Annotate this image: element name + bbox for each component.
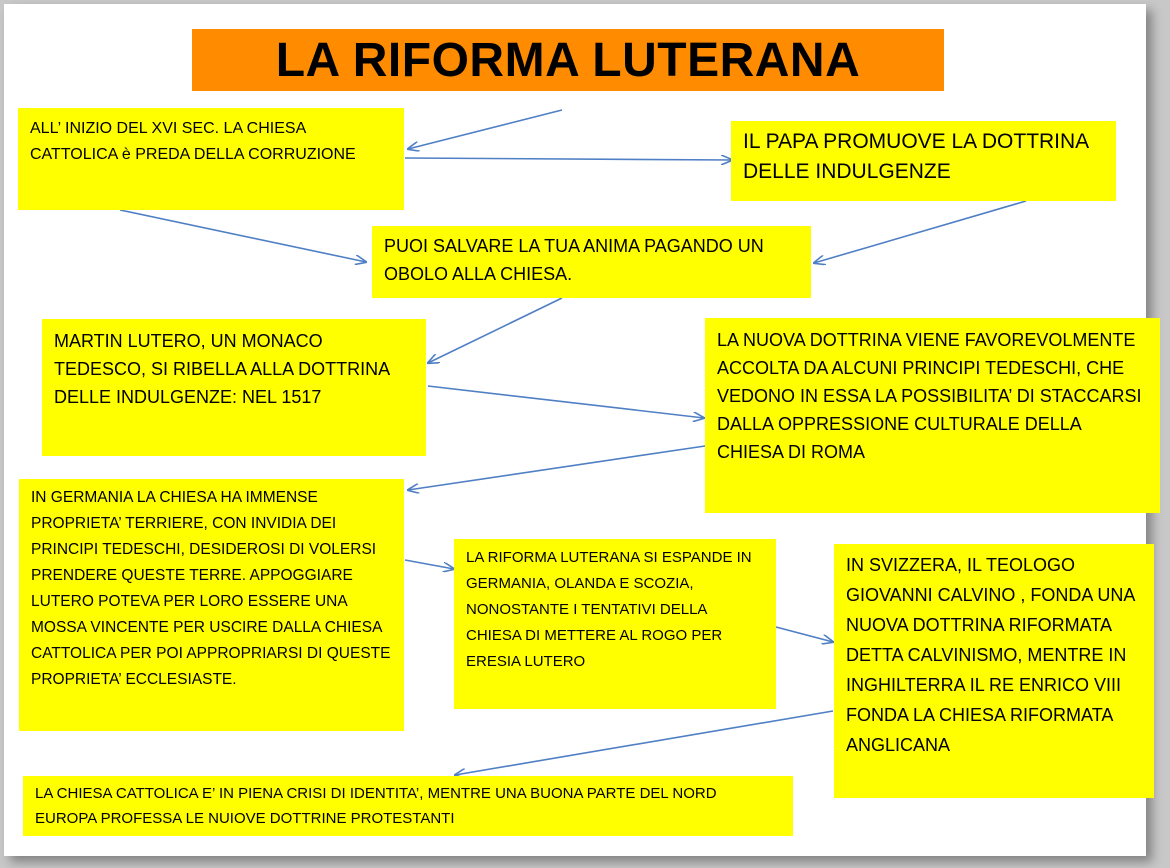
box-principi-text: LA NUOVA DOTTRINA VIENE FAVOREVOLMENTE A… <box>717 330 1142 462</box>
box-obolo-text: PUOI SALVARE LA TUA ANIMA PAGANDO UN OBO… <box>384 236 764 284</box>
box-principi: LA NUOVA DOTTRINA VIENE FAVOREVOLMENTE A… <box>705 318 1160 513</box>
box-corruzione-text: ALL’ INIZIO DEL XVI SEC. LA CHIESA CATTO… <box>30 120 356 163</box>
box-crisi: LA CHIESA CATTOLICA E’ IN PIENA CRISI DI… <box>23 776 793 836</box>
box-espansione-text: LA RIFORMA LUTERANA SI ESPANDE IN GERMAN… <box>466 549 752 670</box>
box-obolo: PUOI SALVARE LA TUA ANIMA PAGANDO UN OBO… <box>372 226 811 298</box>
box-crisi-text: LA CHIESA CATTOLICA E’ IN PIENA CRISI DI… <box>35 785 717 827</box>
box-lutero-text: MARTIN LUTERO, UN MONACO TEDESCO, SI RIB… <box>54 331 390 407</box>
box-germania-text: IN GERMANIA LA CHIESA HA IMMENSE PROPRIE… <box>31 489 391 688</box>
box-germania: IN GERMANIA LA CHIESA HA IMMENSE PROPRIE… <box>19 479 404 731</box>
box-calvino: IN SVIZZERA, IL TEOLOGO GIOVANNI CALVINO… <box>834 544 1154 798</box>
box-corruzione: ALL’ INIZIO DEL XVI SEC. LA CHIESA CATTO… <box>18 108 404 210</box>
box-indulgenze: IL PAPA PROMUOVE LA DOTTRINA DELLE INDUL… <box>731 121 1116 201</box>
title-bar: LA RIFORMA LUTERANA <box>192 29 944 91</box>
box-lutero: MARTIN LUTERO, UN MONACO TEDESCO, SI RIB… <box>42 319 426 456</box>
box-espansione: LA RIFORMA LUTERANA SI ESPANDE IN GERMAN… <box>454 539 776 709</box>
page-title: LA RIFORMA LUTERANA <box>275 33 861 87</box>
box-indulgenze-text: IL PAPA PROMUOVE LA DOTTRINA DELLE INDUL… <box>743 130 1089 183</box>
box-calvino-text: IN SVIZZERA, IL TEOLOGO GIOVANNI CALVINO… <box>846 555 1135 755</box>
